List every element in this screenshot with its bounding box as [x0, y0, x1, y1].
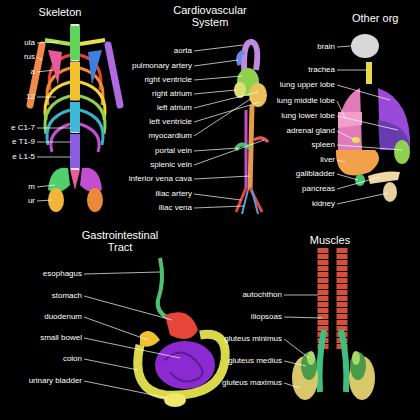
part-label: e L1-5	[12, 153, 35, 162]
esophagus	[158, 258, 168, 318]
part-label: iliopsoas	[251, 313, 282, 322]
part-label: iliac vena	[159, 204, 192, 213]
part-label: e T1-9	[12, 138, 35, 147]
part-label: ula	[24, 39, 35, 48]
brain	[351, 34, 379, 58]
part-label: lung middle lobe	[277, 97, 335, 106]
leader-line	[84, 272, 180, 398]
leader-line	[284, 295, 322, 388]
part-label: ur	[28, 197, 35, 206]
part-label: rus	[24, 53, 35, 62]
spine	[71, 24, 80, 170]
leader-line	[337, 46, 402, 204]
section-heading: Muscles	[310, 234, 350, 246]
part-label: kidney	[312, 200, 335, 209]
scapula	[88, 50, 102, 85]
part-label: gluteus maximus	[222, 379, 282, 388]
part-label: liver	[320, 156, 335, 165]
part-label: gluteus minimus	[224, 335, 282, 344]
part-label: lung upper lobe	[280, 81, 335, 90]
pulmonary-artery	[239, 52, 244, 65]
iliopsoas	[320, 330, 325, 392]
part-label: autochthon	[242, 291, 282, 300]
kidney	[383, 182, 397, 202]
thoracic-vertebrae	[70, 62, 80, 100]
gluteus-medius	[350, 352, 366, 380]
part-label: right ventricle	[144, 76, 192, 85]
stomach	[165, 312, 198, 339]
part-label: e C1-7	[11, 124, 35, 133]
part-label: urinary bladder	[29, 377, 82, 386]
part-label: pulmonary artery	[132, 62, 192, 71]
part-label: portal vein	[155, 147, 192, 156]
part-label: pancreas	[302, 185, 335, 194]
trachea	[366, 62, 372, 84]
sacrum	[70, 170, 80, 190]
part-label: myocardium	[148, 132, 192, 141]
part-label: trachea	[308, 66, 335, 75]
part-label: gluteus medius	[228, 357, 282, 366]
humerus	[108, 45, 120, 105]
gluteus-minimus	[352, 351, 360, 365]
lumbar-vertebrae	[70, 134, 80, 168]
femur	[87, 188, 103, 212]
ventricle	[249, 83, 267, 107]
clavicle	[80, 40, 105, 44]
iliopsoas	[341, 330, 346, 392]
small-bowel	[165, 353, 203, 382]
section-heading: Other org	[352, 12, 398, 24]
section-heading: Gastrointestinal Tract	[74, 229, 166, 253]
part-label: esophagus	[43, 270, 82, 279]
part-label: right atrium	[152, 90, 192, 99]
rib	[80, 124, 99, 152]
part-label: stomach	[52, 292, 82, 301]
part-label: aorta	[174, 47, 192, 56]
hip-bone	[48, 168, 70, 192]
part-label: gallbladder	[296, 170, 335, 179]
duodenum	[140, 331, 160, 347]
part-label: colon	[63, 355, 82, 364]
iliac-vena	[242, 190, 258, 214]
part-label: duodenum	[44, 313, 82, 322]
part-label: m	[28, 183, 35, 192]
part-label: left atrium	[157, 104, 192, 113]
leader-line	[194, 45, 264, 208]
gluteus-minimus	[307, 351, 315, 365]
leader-line	[37, 42, 71, 201]
scapula	[48, 50, 62, 85]
lung-middle-lobe	[338, 112, 362, 128]
part-label: lung lower lobe	[281, 112, 335, 121]
part-label: iliac artery	[156, 190, 192, 199]
part-label: left ventricle	[149, 118, 192, 127]
part-label: adrenal gland	[287, 127, 335, 136]
small-bowel	[155, 341, 215, 389]
part-label: brain	[317, 43, 335, 52]
part-label: splenic vein	[150, 161, 192, 170]
gluteus-medius	[301, 352, 317, 380]
liver	[336, 150, 379, 176]
part-label: 12	[26, 93, 35, 102]
pancreas	[368, 172, 400, 185]
gallbladder	[355, 174, 365, 186]
part-label: a	[31, 68, 35, 77]
spleen	[394, 140, 410, 164]
lung	[378, 88, 410, 150]
colon	[138, 334, 226, 395]
section-heading: Skeleton	[39, 6, 82, 18]
cervical-vertebrae	[70, 26, 80, 60]
section-heading: Cardiovascular System	[164, 4, 256, 28]
hip-bone	[80, 168, 102, 192]
part-label: small bowel	[40, 334, 82, 343]
part-label: spleen	[311, 141, 335, 150]
thoracic-vertebrae	[70, 102, 80, 132]
urinary-bladder	[164, 393, 186, 407]
part-label: inferior vena cava	[129, 175, 192, 184]
adrenal-gland	[352, 137, 360, 143]
